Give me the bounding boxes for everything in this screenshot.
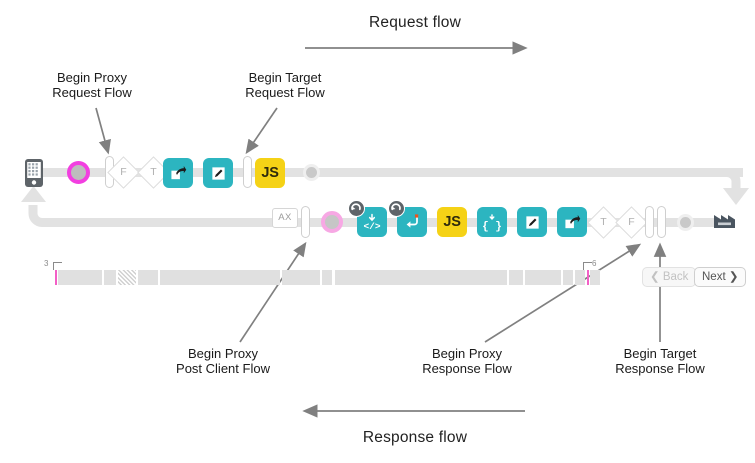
timeline-segment[interactable]	[563, 270, 573, 285]
timeline-segment[interactable]	[525, 270, 561, 285]
next-button[interactable]: Next ❯	[694, 267, 747, 287]
post-client-dot[interactable]	[321, 211, 343, 233]
policy-label: JS	[443, 214, 461, 230]
timeline-segment[interactable]	[575, 270, 585, 285]
callout-begin-proxy-request-flow: Begin Proxy Request Flow	[12, 70, 172, 100]
callout-begin-proxy-post-client-flow: Begin Proxy Post Client Flow	[143, 346, 303, 376]
request-flow-heading: Request flow	[368, 14, 461, 31]
condition-label: T	[600, 216, 607, 228]
policy-assign-message-2[interactable]	[517, 207, 547, 237]
timeline-marker-right[interactable]	[587, 270, 589, 285]
policy-javascript-2[interactable]: JS	[437, 207, 467, 237]
timeline-segment[interactable]	[335, 270, 507, 285]
callout-line-2: Post Client Flow	[176, 361, 270, 376]
flow-separator-5[interactable]	[657, 206, 666, 238]
flow-separator-3[interactable]	[301, 206, 310, 238]
flow-separator-4[interactable]	[645, 206, 654, 238]
timeline-segment[interactable]	[160, 270, 280, 285]
timeline-right-tag: 6	[592, 259, 597, 268]
back-button[interactable]: ❮ Back	[642, 267, 697, 287]
callout-line-1: Begin Target	[248, 70, 322, 85]
callout-begin-proxy-response-flow: Begin Proxy Response Flow	[387, 346, 547, 376]
flow-start-dot[interactable]	[67, 161, 90, 184]
timeline-right-bracket	[583, 262, 592, 270]
callout-begin-target-response-flow: Begin Target Response Flow	[580, 346, 740, 376]
timeline-segment[interactable]	[58, 270, 102, 285]
callout-line-2: Response Flow	[615, 361, 705, 376]
condition-label: F	[628, 216, 635, 228]
policy-route[interactable]	[163, 158, 193, 188]
callout-line-2: Request Flow	[245, 85, 325, 100]
share-arrow-icon	[170, 165, 186, 179]
policy-javascript[interactable]: JS	[255, 158, 285, 188]
timeline-segment[interactable]	[322, 270, 332, 285]
timeline-marker-left[interactable]	[55, 270, 57, 285]
callout-line-1: Begin Proxy	[56, 70, 128, 85]
pencil-icon	[211, 166, 225, 180]
flow-separator-2[interactable]	[243, 156, 252, 188]
timeline-scrollbar[interactable]: 3	[44, 259, 345, 285]
timeline-segment[interactable]	[104, 270, 116, 285]
callout-line-1: Begin Target	[623, 346, 697, 361]
return-arrow-icon	[406, 214, 419, 228]
policy-route-2[interactable]	[557, 207, 587, 237]
share-arrow-icon	[564, 214, 580, 228]
timeline-segment[interactable]	[282, 270, 320, 285]
callout-line-2: Request Flow	[52, 85, 132, 100]
response-end-dot[interactable]	[677, 214, 694, 231]
timeline-segment[interactable]	[138, 270, 158, 285]
timeline-segment-hatched[interactable]	[118, 270, 136, 285]
pencil-icon	[525, 215, 539, 229]
svg-text:{ }: { }	[482, 221, 502, 232]
timeline-left-tag: 3	[44, 259, 49, 268]
mobile-phone-icon	[24, 158, 44, 193]
revert-badge-xml-to-json[interactable]	[348, 200, 365, 217]
policy-json-threat[interactable]: { }	[477, 207, 507, 237]
code-icon: </>	[363, 213, 381, 232]
response-flow-heading: Response flow	[362, 429, 468, 446]
callout-line-1: Begin Proxy	[431, 346, 503, 361]
braces-icon: { }	[482, 214, 502, 232]
revert-badge-raise-fault[interactable]	[388, 200, 405, 217]
timeline-scrollbar-right[interactable]: 6	[335, 259, 600, 285]
callout-line-1: Begin Proxy	[187, 346, 259, 361]
policy-assign-message[interactable]	[203, 158, 233, 188]
svg-text:</>: </>	[363, 221, 380, 232]
callout-line-2: Response Flow	[422, 361, 512, 376]
timeline-segment[interactable]	[509, 270, 523, 285]
timeline-segment[interactable]	[590, 270, 600, 285]
analytics-box[interactable]: AX	[272, 208, 298, 228]
callout-begin-target-request-flow: Begin Target Request Flow	[205, 70, 365, 100]
condition-label: T	[150, 166, 157, 178]
flow-end-dot[interactable]	[303, 164, 320, 181]
condition-label: F	[120, 166, 127, 178]
policy-label: JS	[261, 165, 279, 181]
timeline-left-bracket	[53, 262, 62, 270]
factory-backend-icon	[712, 208, 740, 235]
